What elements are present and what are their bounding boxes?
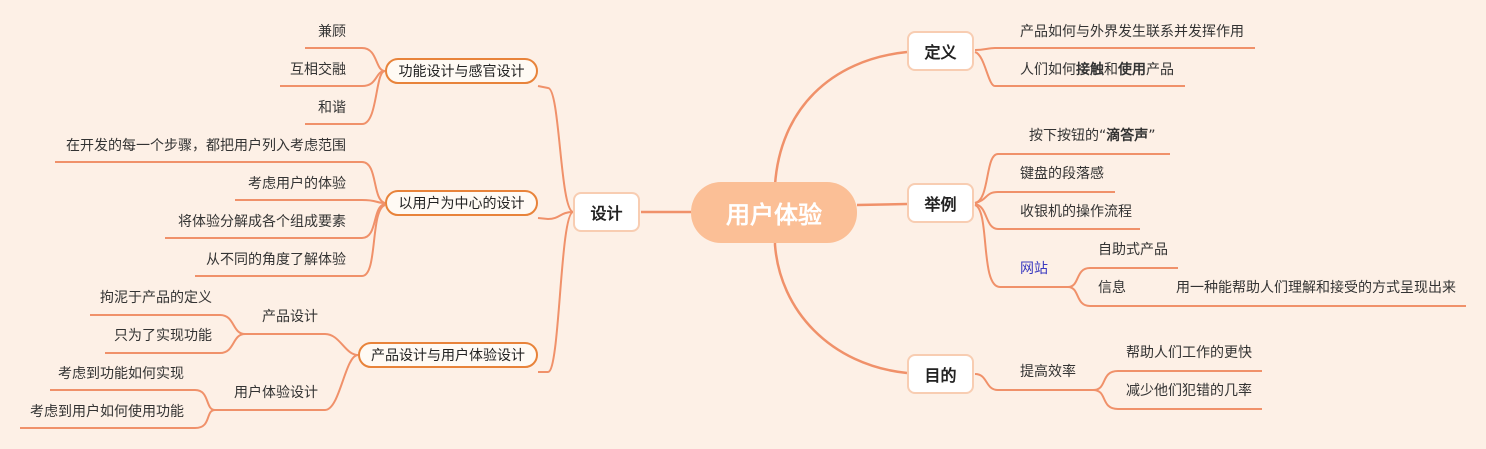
functional-item-2: 互相交融 <box>290 62 346 78</box>
purpose-item-fewer-errors: 减少他们犯错的几率 <box>1126 383 1252 399</box>
website-info: 信息 <box>1098 280 1126 296</box>
user-centered-item-2: 考虑用户的体验 <box>248 176 346 192</box>
example-item-register: 收银机的操作流程 <box>1020 204 1132 220</box>
product-design-label: 产品设计 <box>262 309 318 325</box>
examples-node[interactable]: 举例 <box>907 183 974 223</box>
website-self-service: 自助式产品 <box>1098 242 1168 258</box>
example-item-keyboard: 键盘的段落感 <box>1020 166 1104 182</box>
purpose-efficiency: 提高效率 <box>1020 364 1076 380</box>
purpose-item-faster: 帮助人们工作的更快 <box>1126 345 1252 361</box>
user-centered-item-1: 在开发的每一个步骤，都把用户列入考虑范围 <box>66 138 346 154</box>
definition-item-2: 人们如何接触和使用产品 <box>1020 62 1174 78</box>
functional-item-1: 兼顾 <box>318 24 346 40</box>
product-design-item-1: 拘泥于产品的定义 <box>100 290 212 306</box>
product-vs-ux-node[interactable]: 产品设计与用户体验设计 <box>358 342 538 368</box>
user-centered-item-4: 从不同的角度了解体验 <box>206 252 346 268</box>
functional-item-3: 和谐 <box>318 100 346 116</box>
ux-design-label: 用户体验设计 <box>234 385 318 401</box>
definition-item-1: 产品如何与外界发生联系并发挥作用 <box>1020 24 1244 40</box>
product-design-item-2: 只为了实现功能 <box>114 328 212 344</box>
website-link[interactable]: 网站 <box>1020 261 1048 277</box>
purpose-node[interactable]: 目的 <box>907 354 974 394</box>
website-info-detail: 用一种能帮助人们理解和接受的方式呈现出来 <box>1176 280 1456 296</box>
root-node[interactable]: 用户体验 <box>691 182 857 243</box>
ux-design-item-2: 考虑到用户如何使用功能 <box>30 404 184 420</box>
design-node[interactable]: 设计 <box>573 192 640 232</box>
ux-design-item-1: 考虑到功能如何实现 <box>58 366 184 382</box>
user-centered-node[interactable]: 以用户为中心的设计 <box>385 190 538 216</box>
user-centered-item-3: 将体验分解成各个组成要素 <box>178 214 346 230</box>
example-item-click: 按下按钮的“滴答声” <box>1029 128 1156 144</box>
definition-node[interactable]: 定义 <box>907 31 974 71</box>
functional-sensory-node[interactable]: 功能设计与感官设计 <box>385 58 538 84</box>
